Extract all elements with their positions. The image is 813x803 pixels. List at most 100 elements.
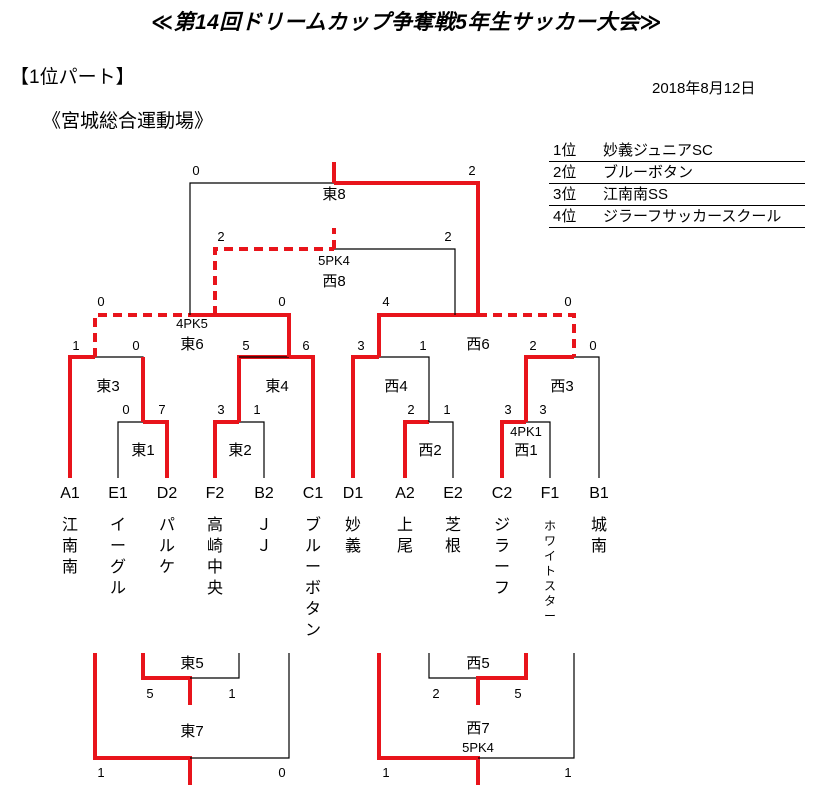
rank-team: ブルーボタン bbox=[603, 164, 694, 181]
team-name-char: フ bbox=[494, 580, 510, 597]
team-name-char: ル bbox=[159, 538, 175, 555]
team-code: B2 bbox=[254, 485, 274, 502]
rank-position: 2位 bbox=[553, 164, 577, 181]
match-label-西6: 西6 bbox=[466, 336, 489, 353]
score: 3 bbox=[539, 402, 546, 417]
match-label-東6: 東6 bbox=[180, 336, 203, 353]
team-name-char: Ｊ bbox=[256, 538, 272, 555]
team-name-char: 南 bbox=[62, 537, 78, 555]
match-label-西2: 西2 bbox=[418, 442, 441, 459]
bracket-line bbox=[428, 653, 478, 679]
score: 0 bbox=[132, 338, 139, 353]
team-name-char: グ bbox=[110, 558, 126, 576]
bracket-line bbox=[189, 182, 334, 315]
team-name-char: 南 bbox=[591, 537, 607, 555]
winner-line bbox=[377, 653, 480, 785]
team-name-char: ル bbox=[110, 580, 126, 597]
match-label-東2: 東2 bbox=[228, 442, 251, 459]
pk-note: 4PK5 bbox=[176, 316, 208, 331]
score: 4 bbox=[382, 294, 389, 309]
match-label-東3: 東3 bbox=[96, 378, 119, 395]
team-code: F1 bbox=[541, 485, 560, 502]
section-heading: 【1位パート】 bbox=[10, 67, 135, 88]
team-name-char: ー bbox=[110, 538, 126, 555]
team-name-char: 上 bbox=[397, 516, 413, 534]
score: 2 bbox=[529, 338, 536, 353]
pk-note: 4PK1 bbox=[510, 424, 542, 439]
team-name-char: ー bbox=[305, 559, 321, 576]
venue-name: 《宮城総合運動場》 bbox=[42, 111, 214, 132]
team-name-char: 中 bbox=[207, 558, 223, 576]
bracket-line bbox=[574, 356, 600, 478]
team-name-char: 根 bbox=[445, 537, 461, 555]
rank-team: 妙義ジュニアSC bbox=[603, 142, 713, 159]
team-name-char: ケ bbox=[159, 558, 175, 576]
team-name-char: 尾 bbox=[397, 538, 413, 555]
winner-line bbox=[403, 420, 429, 478]
score: 0 bbox=[278, 294, 285, 309]
ranking-row-1: 1位 妙義ジュニアSC bbox=[549, 140, 805, 162]
rank-position: 3位 bbox=[553, 186, 577, 203]
winner-line bbox=[190, 313, 291, 357]
team-name-char: ホ bbox=[544, 519, 556, 533]
winner-line bbox=[93, 653, 192, 785]
score: 1 bbox=[419, 338, 426, 353]
score: 1 bbox=[253, 402, 260, 417]
winner-line bbox=[213, 420, 239, 478]
match-label-東7: 東7 bbox=[180, 723, 203, 740]
winner-line bbox=[377, 313, 478, 357]
pk-note: 5PK4 bbox=[318, 253, 350, 268]
team-name-char: タ bbox=[305, 600, 321, 618]
team-name-char: ジ bbox=[494, 517, 510, 534]
team-name-char: 南 bbox=[62, 558, 78, 576]
team-name-char: タ bbox=[544, 594, 556, 608]
team-name-char: ル bbox=[305, 538, 321, 555]
score: 1 bbox=[72, 338, 79, 353]
team-name-char: ボ bbox=[305, 579, 321, 597]
winner-line bbox=[524, 355, 574, 422]
team-name-char: ー bbox=[544, 609, 556, 623]
bracket-line bbox=[429, 421, 454, 478]
score: 1 bbox=[97, 765, 104, 780]
team-name-char: Ｊ bbox=[256, 517, 272, 534]
team-code: E1 bbox=[108, 485, 128, 502]
match-label-西1: 西1 bbox=[514, 442, 537, 459]
team-name-char: ブ bbox=[305, 515, 321, 534]
winner-line bbox=[141, 653, 192, 705]
team-code: D1 bbox=[343, 485, 364, 502]
team-code: D2 bbox=[157, 485, 178, 502]
bracket-line bbox=[190, 653, 240, 679]
score: 1 bbox=[382, 765, 389, 780]
team-code: B1 bbox=[589, 485, 609, 502]
team-name-char: 江 bbox=[62, 516, 78, 534]
team-name-char: ト bbox=[544, 564, 556, 578]
match-label-東8: 東8 bbox=[322, 186, 345, 203]
score: 1 bbox=[443, 402, 450, 417]
team-name-char: 芝 bbox=[445, 516, 461, 534]
rank-position: 1位 bbox=[553, 142, 577, 159]
score: 0 bbox=[122, 402, 129, 417]
match-label-西8: 西8 bbox=[322, 273, 345, 290]
score: 5 bbox=[242, 338, 249, 353]
team-name-char: イ bbox=[110, 517, 126, 534]
score: 0 bbox=[589, 338, 596, 353]
team-name-char: 崎 bbox=[207, 537, 223, 555]
match-label-西4: 西4 bbox=[384, 378, 407, 395]
score: 0 bbox=[278, 765, 285, 780]
ranking-row-3: 3位 江南南SS bbox=[549, 184, 805, 206]
team-name-char: 高 bbox=[207, 516, 223, 534]
team-name-char: イ bbox=[544, 549, 556, 563]
score: 2 bbox=[407, 402, 414, 417]
score: 0 bbox=[564, 294, 571, 309]
team-name-char: ン bbox=[305, 622, 321, 639]
winner-line bbox=[500, 420, 526, 478]
match-label-西7: 西7 bbox=[466, 720, 489, 737]
score: 1 bbox=[564, 765, 571, 780]
ranking-row-4: 4位 ジラーフサッカースクール bbox=[549, 206, 805, 228]
bracket-line bbox=[379, 356, 430, 422]
team-name-char: 城 bbox=[591, 516, 607, 534]
team-name-char: 央 bbox=[207, 579, 223, 597]
score: 5 bbox=[514, 686, 521, 701]
team-name-char: 義 bbox=[345, 537, 361, 555]
